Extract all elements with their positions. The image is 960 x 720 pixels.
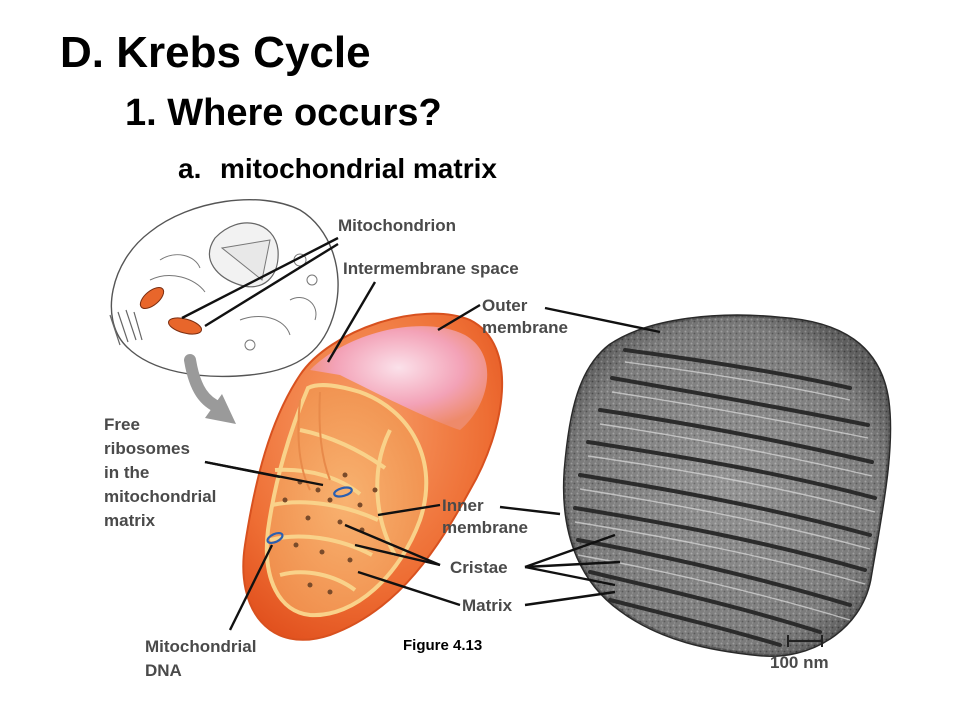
label-free-ribosomes-line2: ribosomes bbox=[104, 439, 190, 458]
label-mitochondrial-dna-line1: Mitochondrial bbox=[145, 637, 256, 656]
label-mitochondrion: Mitochondrion bbox=[338, 216, 456, 235]
label-inner-membrane-line1: Inner bbox=[442, 496, 484, 515]
point-text: mitochondrial matrix bbox=[220, 153, 497, 184]
label-matrix: Matrix bbox=[462, 596, 513, 615]
label-free-ribosomes-line4: mitochondrial bbox=[104, 487, 216, 506]
electron-micrograph bbox=[562, 314, 892, 658]
label-free-ribosomes-line3: in the bbox=[104, 463, 149, 482]
slide-point: a. mitochondrial matrix bbox=[178, 153, 497, 185]
slide-heading: 1. Where occurs? bbox=[125, 92, 442, 134]
scale-label: 100 nm bbox=[770, 653, 829, 672]
label-outer-membrane-line1: Outer bbox=[482, 296, 528, 315]
point-marker: a. bbox=[178, 153, 202, 184]
label-free-ribosomes-line1: Free bbox=[104, 415, 140, 434]
scale-bar bbox=[787, 635, 823, 647]
label-intermembrane-space: Intermembrane space bbox=[343, 259, 519, 278]
label-cristae: Cristae bbox=[450, 558, 508, 577]
label-inner-membrane-line2: membrane bbox=[442, 518, 528, 537]
figure-caption: Figure 4.13 bbox=[403, 637, 482, 654]
mitochondrion-illustration bbox=[242, 312, 504, 641]
label-mitochondrial-dna-line2: DNA bbox=[145, 661, 182, 680]
slide-title: D. Krebs Cycle bbox=[60, 28, 371, 77]
label-outer-membrane-line2: membrane bbox=[482, 318, 568, 337]
leader-lines bbox=[181, 236, 661, 631]
zoom-arrow-icon bbox=[184, 354, 236, 424]
label-free-ribosomes-line5: matrix bbox=[104, 511, 156, 530]
cell-sketch bbox=[109, 199, 339, 378]
